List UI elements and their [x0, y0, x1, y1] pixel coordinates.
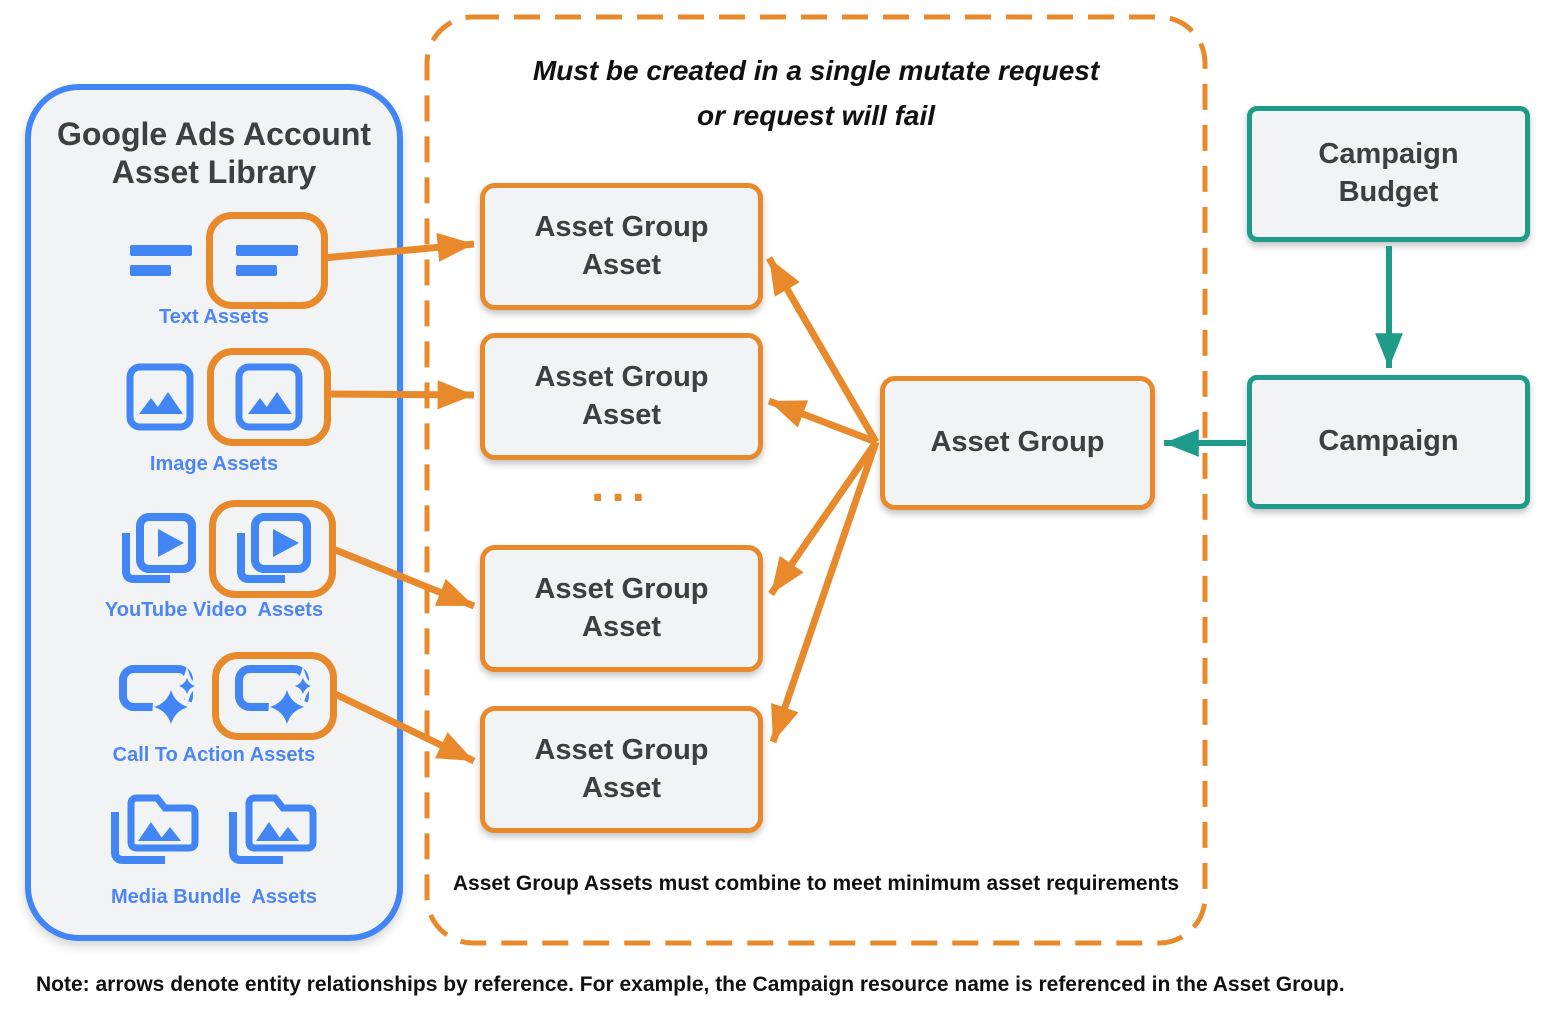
- arrow-assetgroup-to-aga4: [769, 440, 880, 744]
- text-asset-icon: [129, 244, 192, 276]
- text-assets-row: [45, 212, 411, 309]
- youtube-assets-row: [45, 500, 411, 598]
- image-assets-row: [45, 348, 411, 446]
- arrow-assetgroup-to-aga1: [765, 256, 880, 444]
- selected-asset-ring: [206, 348, 331, 446]
- image-asset-icon: [126, 363, 194, 431]
- youtube-video-asset-icon: [235, 513, 311, 585]
- asset-library-panel: Google Ads Account Asset Library Text As…: [25, 84, 403, 941]
- youtube-assets-label: YouTube Video Assets: [104, 599, 324, 621]
- selected-asset-ring: [205, 212, 328, 309]
- image-asset-icon: [235, 363, 303, 431]
- media-bundle-label: Media Bundle Assets: [111, 886, 317, 908]
- call-to-action-asset-icon: [119, 665, 199, 727]
- media-bundle-asset-icon: [109, 786, 201, 866]
- campaign-budget-box: Campaign Budget: [1247, 106, 1530, 242]
- text-asset-icon: [235, 244, 298, 276]
- asset-library-title: Google Ads Account Asset Library: [56, 116, 372, 190]
- reference-note: Note: arrows denote entity relationships…: [36, 973, 1345, 996]
- image-assets-label: Image Assets: [149, 453, 279, 475]
- cta-assets-row: [45, 652, 411, 740]
- media-bundle-row: [31, 784, 397, 868]
- media-bundle-asset-icon: [227, 786, 319, 866]
- youtube-video-asset-icon: [120, 513, 196, 585]
- cta-assets-label: Call To Action Assets: [112, 744, 316, 766]
- campaign-box: Campaign: [1247, 375, 1530, 509]
- asset-group-asset-box-3: Asset Group Asset: [480, 545, 763, 672]
- asset-group-box: Asset Group: [880, 376, 1155, 510]
- asset-group-asset-box-2: Asset Group Asset: [480, 333, 763, 460]
- asset-group-asset-box-1: Asset Group Asset: [480, 183, 763, 310]
- arrow-assetgroup-to-aga2: [767, 397, 878, 446]
- arrow-assetgroup-to-aga3: [768, 440, 879, 596]
- asset-group-asset-box-4: Asset Group Asset: [480, 706, 763, 833]
- selected-asset-ring: [209, 500, 336, 598]
- text-assets-label: Text Assets: [158, 306, 270, 328]
- selected-asset-ring: [212, 652, 337, 740]
- mutate-group-footnote: Asset Group Assets must combine to meet …: [452, 872, 1180, 895]
- call-to-action-asset-icon: [235, 665, 315, 727]
- mutate-request-title: Must be created in a single mutate reque…: [532, 55, 1100, 132]
- more-assets-ellipsis: ...: [590, 459, 652, 512]
